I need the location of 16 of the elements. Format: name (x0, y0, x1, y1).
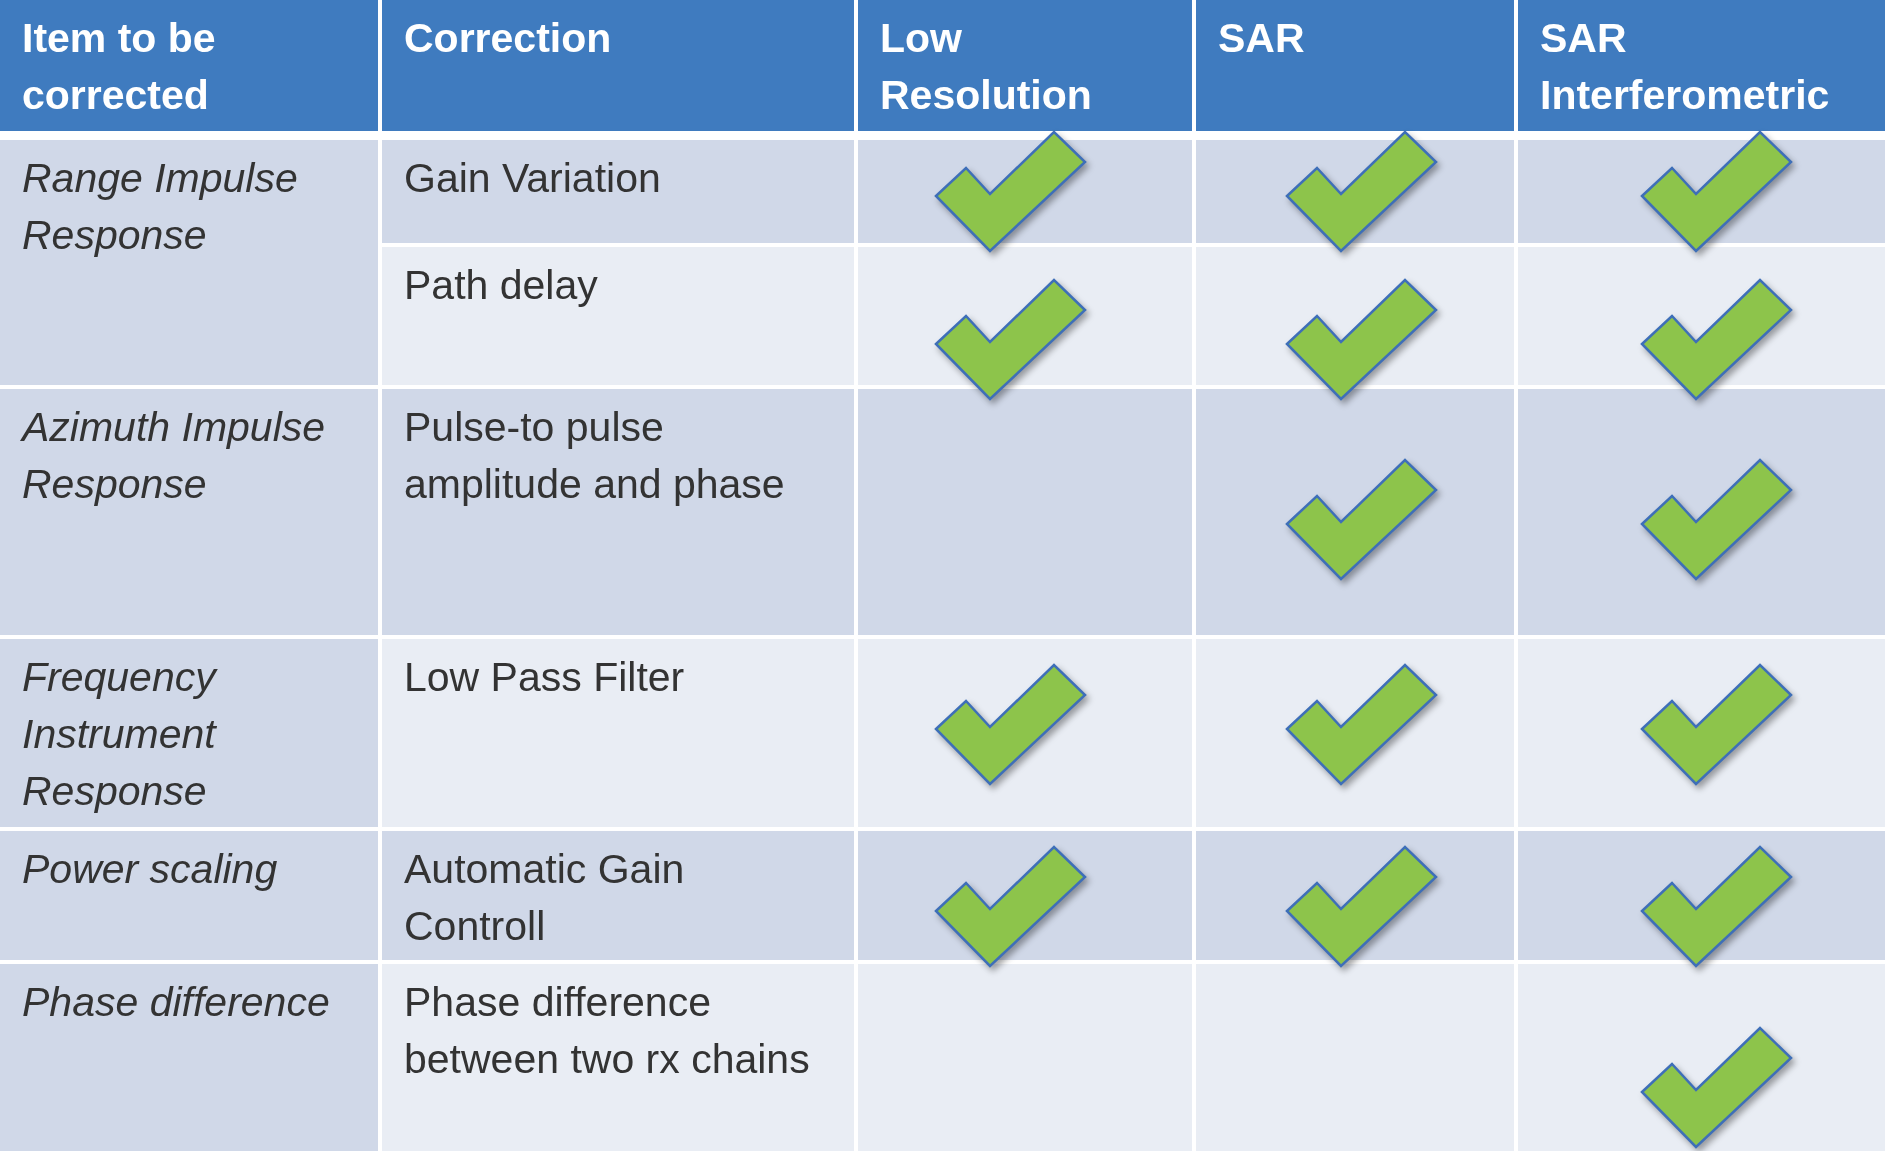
column-header: SAR Interferometric (1518, 0, 1885, 131)
table-cell: Gain Variation (382, 140, 854, 243)
column-header: SAR (1196, 0, 1514, 131)
row-header: Phase difference (0, 964, 378, 1151)
column-header: Low Resolution (858, 0, 1192, 131)
row-header: Range Impulse Response (0, 140, 378, 385)
column-header: Item to be corrected (0, 0, 378, 131)
table-cell: Pulse-to pulse amplitude and phase (382, 389, 854, 635)
table-cell: Automatic Gain Controll (382, 831, 854, 960)
row-header: Azimuth Impulse Response (0, 389, 378, 635)
row-header: Frequency Instrument Response (0, 639, 378, 827)
row-header: Power scaling (0, 831, 378, 960)
table-cell: Path delay (382, 247, 854, 385)
column-header: Correction (382, 0, 854, 131)
table-cell: Phase difference between two rx chains (382, 964, 854, 1151)
table-cell: Low Pass Filter (382, 639, 854, 827)
